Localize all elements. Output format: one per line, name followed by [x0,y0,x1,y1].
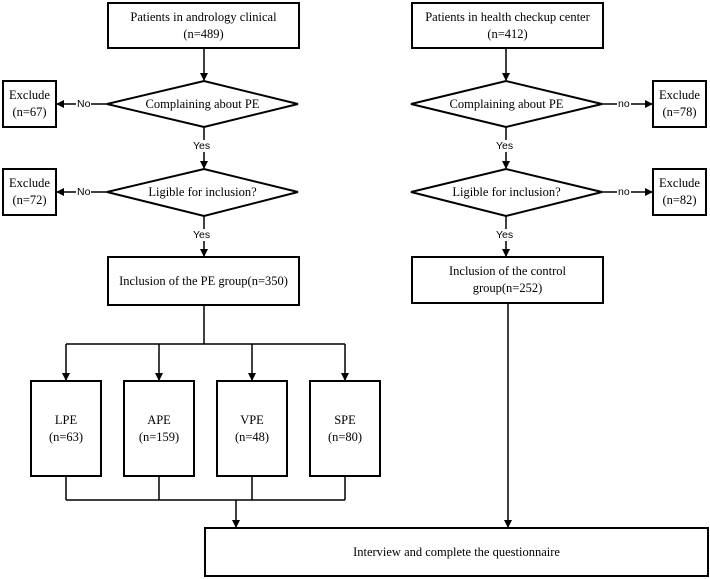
andrology-title: Patients in andrology clinical [130,9,277,24]
health-center-box: Patients in health checkup center (n=412… [411,2,604,49]
pe-group-label: Inclusion of the PE group(n=350) [119,273,288,288]
eligible-right-text: Ligible for inclusion? [452,184,561,199]
vpe-count: (n=48) [234,429,270,444]
edge-label-yes: Yes [192,140,212,152]
exclude-box-right-2: Exclude (n=82) [652,168,707,216]
lpe-label: LPE [54,412,78,427]
spe-label: SPE [334,412,356,427]
edge-label-yes: Yes [495,140,515,152]
exclude-label: Exclude [659,88,700,102]
pe-group-box: Inclusion of the PE group(n=350) [107,256,300,306]
eligible-left-text: Ligible for inclusion? [148,184,257,199]
exclude-count: (n=78) [662,105,697,119]
complain-left-text: Complaining about PE [145,96,260,111]
exclude-box-left-1: Exclude (n=67) [2,80,57,128]
control-group-label-line2: group(n=252) [472,281,543,295]
edge-label-no: No [76,186,92,198]
exclude-label: Exclude [659,176,700,190]
edge-label-yes: Yes [495,229,515,241]
exclude-box-right-1: Exclude (n=78) [652,80,707,128]
ape-label: APE [147,412,171,427]
edge-label-no: no [617,98,631,110]
edge-label-no: no [617,186,631,198]
complain-right-text: Complaining about PE [449,96,564,111]
exclude-label: Exclude [9,176,50,190]
exclude-count: (n=82) [662,193,697,207]
vpe-label: VPE [240,412,264,427]
edge-label-yes: Yes [192,229,212,241]
exclude-label: Exclude [9,88,50,102]
andrology-count: (n=489) [183,26,224,41]
exclude-count: (n=72) [12,193,47,207]
edge-label-no: No [76,98,92,110]
lpe-box: LPE (n=63) [30,380,102,477]
interview-label: Interview and complete the questionnaire [353,544,560,559]
lpe-count: (n=63) [48,429,84,444]
health-title: Patients in health checkup center [425,9,590,24]
control-group-label-line1: Inclusion of the control [449,264,566,278]
control-group-box: Inclusion of the control group(n=252) [411,256,604,304]
ape-box: APE (n=159) [123,380,195,477]
spe-count: (n=80) [327,429,363,444]
vpe-box: VPE (n=48) [216,380,288,477]
ape-count: (n=159) [138,429,180,444]
decision-diamond-eligible-left [106,167,299,218]
exclude-count: (n=67) [12,105,47,119]
andrology-clinic-box: Patients in andrology clinical (n=489) [107,2,300,49]
exclude-box-left-2: Exclude (n=72) [2,168,57,216]
spe-box: SPE (n=80) [309,380,381,477]
interview-box: Interview and complete the questionnaire [204,527,709,577]
health-count: (n=412) [487,26,528,41]
decision-diamond-complain-left [106,79,299,129]
